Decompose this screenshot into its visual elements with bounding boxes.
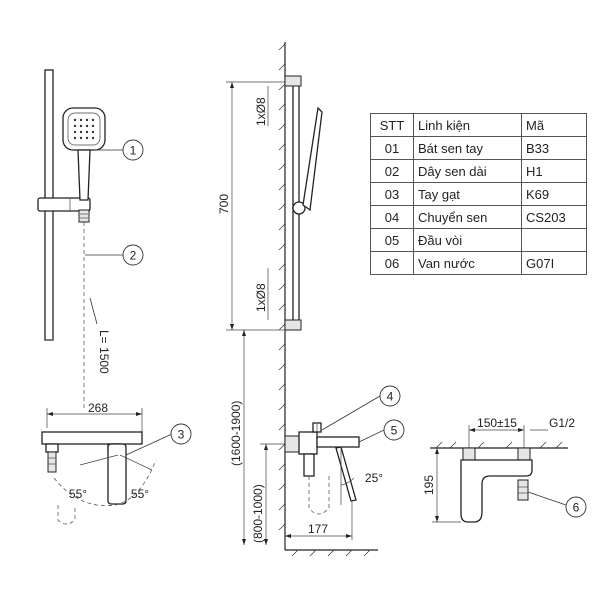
mount-height-upper-label: (1600-1900): [229, 401, 243, 466]
handle-side: [303, 453, 315, 477]
callout-bubble-1: [122, 139, 144, 161]
row-stt: 02: [370, 159, 414, 183]
callout-4: 4: [387, 390, 394, 404]
spout-side: [316, 436, 360, 448]
wall-flange: [284, 435, 300, 453]
valve-inlet-right: [517, 447, 531, 461]
faucet-body: [41, 431, 143, 445]
side-elevation: 700 1xØ8 1xØ8 (1600-1900) (800-1000) 25°…: [217, 42, 405, 557]
rail-height-label: 700: [217, 194, 231, 214]
callout-2: 2: [130, 249, 137, 263]
hose-length-label: L= 1500: [97, 330, 111, 374]
row-stt: 01: [370, 136, 414, 160]
row-stt: 05: [370, 228, 414, 252]
table-row: 05 Đầu vòi: [370, 228, 587, 252]
row-code: H1: [521, 159, 587, 183]
row-stt: 06: [370, 251, 414, 275]
callout-1: 1: [130, 144, 137, 158]
slider-bracket: [37, 197, 91, 212]
callout-3: 3: [178, 428, 185, 442]
lever-handle: [107, 443, 127, 505]
row-stt: 04: [370, 205, 414, 229]
thread-label: G1/2: [549, 416, 575, 430]
callout-6: 6: [573, 501, 580, 515]
hand-shower-handle: [77, 149, 91, 201]
table-row: 02 Dây sen dài H1: [370, 159, 587, 183]
callout-bubble-4: [379, 385, 401, 407]
faucet-top-view: 268 55° 55° 3: [41, 401, 192, 525]
row-code: CS203: [521, 205, 587, 229]
hose-connector: [78, 209, 90, 223]
slider-knob: [292, 201, 306, 215]
angle-left-label: 55°: [69, 487, 87, 501]
callout-bubble-3: [170, 423, 192, 445]
angle-right-label: 55°: [131, 487, 149, 501]
row-component: Van nước: [413, 251, 522, 275]
header-component: Linh kiện: [413, 113, 522, 137]
left-inlet: [47, 451, 57, 473]
wall-offset-label: 177: [308, 522, 328, 536]
table-row: 01 Bát sen tay B33: [370, 136, 587, 160]
callout-5: 5: [391, 424, 398, 438]
mixer-body-side: [298, 431, 318, 455]
spout-angle-label: 25°: [365, 471, 383, 485]
header-code: Mã: [521, 113, 587, 137]
row-code: G07I: [521, 251, 587, 275]
upper-bracket: [284, 75, 302, 87]
wall-hatching: [278, 43, 286, 531]
valve-outlet: [517, 479, 529, 501]
table-row: 03 Tay gạt K69: [370, 182, 587, 206]
lower-bracket: [284, 319, 302, 331]
bracket-bottom-label: 1xØ8: [254, 283, 268, 312]
valve-inlet-left: [462, 447, 476, 461]
row-component: Chuyển sen: [413, 205, 522, 229]
table-row: 04 Chuyển sen CS203: [370, 205, 587, 229]
valve-spacing-label: 150±15: [477, 416, 517, 430]
callout-bubble-2: [122, 244, 144, 266]
valve-front-view: 150±15 G1/2 195 6: [422, 416, 587, 523]
row-component: Đầu vòi: [413, 228, 522, 252]
bracket-top-label: 1xØ8: [254, 97, 268, 126]
valve-height-label: 195: [422, 475, 436, 495]
mount-height-lower-label: (800-1000): [251, 484, 265, 543]
parts-table: STT Linh kiện Mã 01 Bát sen tay B33 02 D…: [370, 113, 587, 275]
table-row: 06 Van nước G07I: [370, 251, 587, 275]
callout-bubble-6: [565, 496, 587, 518]
row-code: B33: [521, 136, 587, 160]
row-component: Dây sen dài: [413, 159, 522, 183]
hand-shower-head: [62, 107, 106, 201]
row-stt: 03: [370, 182, 414, 206]
parts-table-header: STT Linh kiện Mã: [370, 113, 587, 137]
row-component: Bát sen tay: [413, 136, 522, 160]
callout-bubble-5: [383, 419, 405, 441]
header-stt: STT: [370, 113, 414, 137]
hand-shower-side: [302, 106, 323, 212]
row-component: Tay gạt: [413, 182, 522, 206]
faucet-width-label: 268: [88, 401, 108, 415]
front-view-shower-set: L= 1500 1 2: [37, 69, 144, 410]
row-code: K69: [521, 182, 587, 206]
spout-flow: [335, 446, 357, 502]
row-code: [521, 228, 587, 252]
valve-body: [460, 459, 533, 523]
